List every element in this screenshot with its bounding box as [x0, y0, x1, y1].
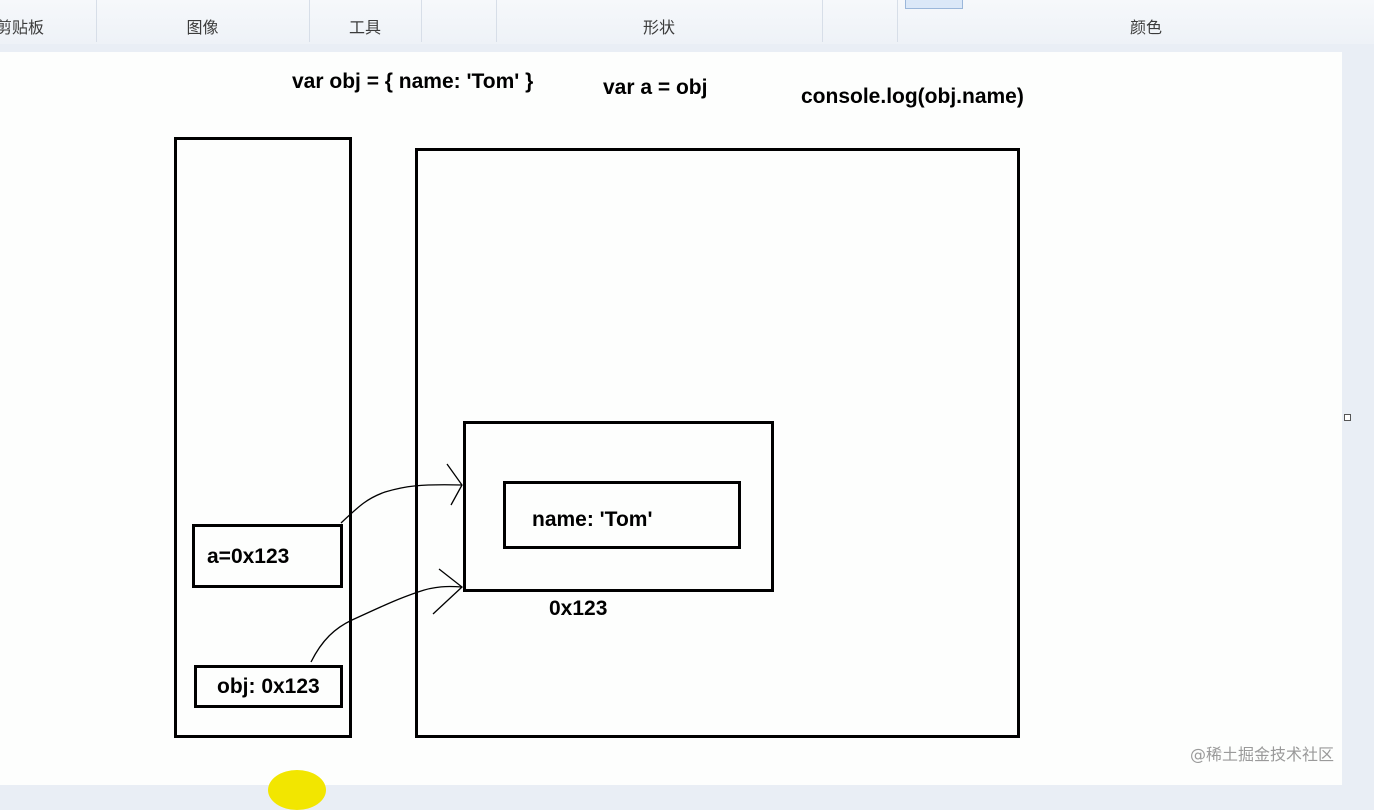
stack-var-obj-box [194, 665, 343, 708]
ribbon-group-image[interactable]: 图像 [96, 0, 310, 42]
watermark: @稀土掘金技术社区 [1190, 745, 1335, 764]
stack-var-a-box [192, 524, 343, 588]
code-line-declare-obj: var obj = { name: 'Tom' } [292, 70, 534, 93]
ribbon-group-label: 工具 [348, 18, 381, 37]
cursor-highlight [268, 770, 326, 810]
heap-property-label: name: 'Tom' [532, 508, 653, 531]
ribbon-group-clipboard[interactable]: 剪贴板 [0, 0, 97, 42]
heap-object-box [463, 421, 774, 592]
stack-box [174, 137, 352, 738]
drawing-canvas[interactable] [0, 52, 1342, 785]
canvas-area [0, 44, 1374, 785]
ribbon-group-tools[interactable]: 工具 [309, 0, 422, 42]
stack-var-a-label: a=0x123 [207, 545, 290, 568]
ribbon-group-shapes[interactable]: 形状 [496, 0, 823, 42]
stack-var-obj-label: obj: 0x123 [217, 675, 320, 698]
code-line-assign-a: var a = obj [603, 76, 708, 99]
canvas-resize-handle[interactable] [1344, 414, 1351, 421]
heap-box [415, 148, 1020, 738]
ribbon-group-brushes[interactable] [421, 0, 497, 42]
heap-property-box [503, 481, 741, 549]
ribbon-group-label: 颜色 [1130, 18, 1163, 37]
ribbon-group-label: 图像 [186, 18, 219, 37]
ribbon-group-label: 剪贴板 [0, 18, 45, 37]
ribbon-group-label: 形状 [642, 18, 675, 37]
heap-object-address: 0x123 [549, 597, 608, 620]
paint-ribbon: 剪贴板 图像 工具 形状 颜色 [0, 0, 1374, 45]
ribbon-group-size[interactable] [822, 0, 898, 42]
code-line-console-log: console.log(obj.name) [801, 85, 1024, 108]
selected-color-swatch[interactable] [905, 0, 963, 9]
ribbon-group-colors[interactable]: 颜色 [897, 0, 1374, 42]
